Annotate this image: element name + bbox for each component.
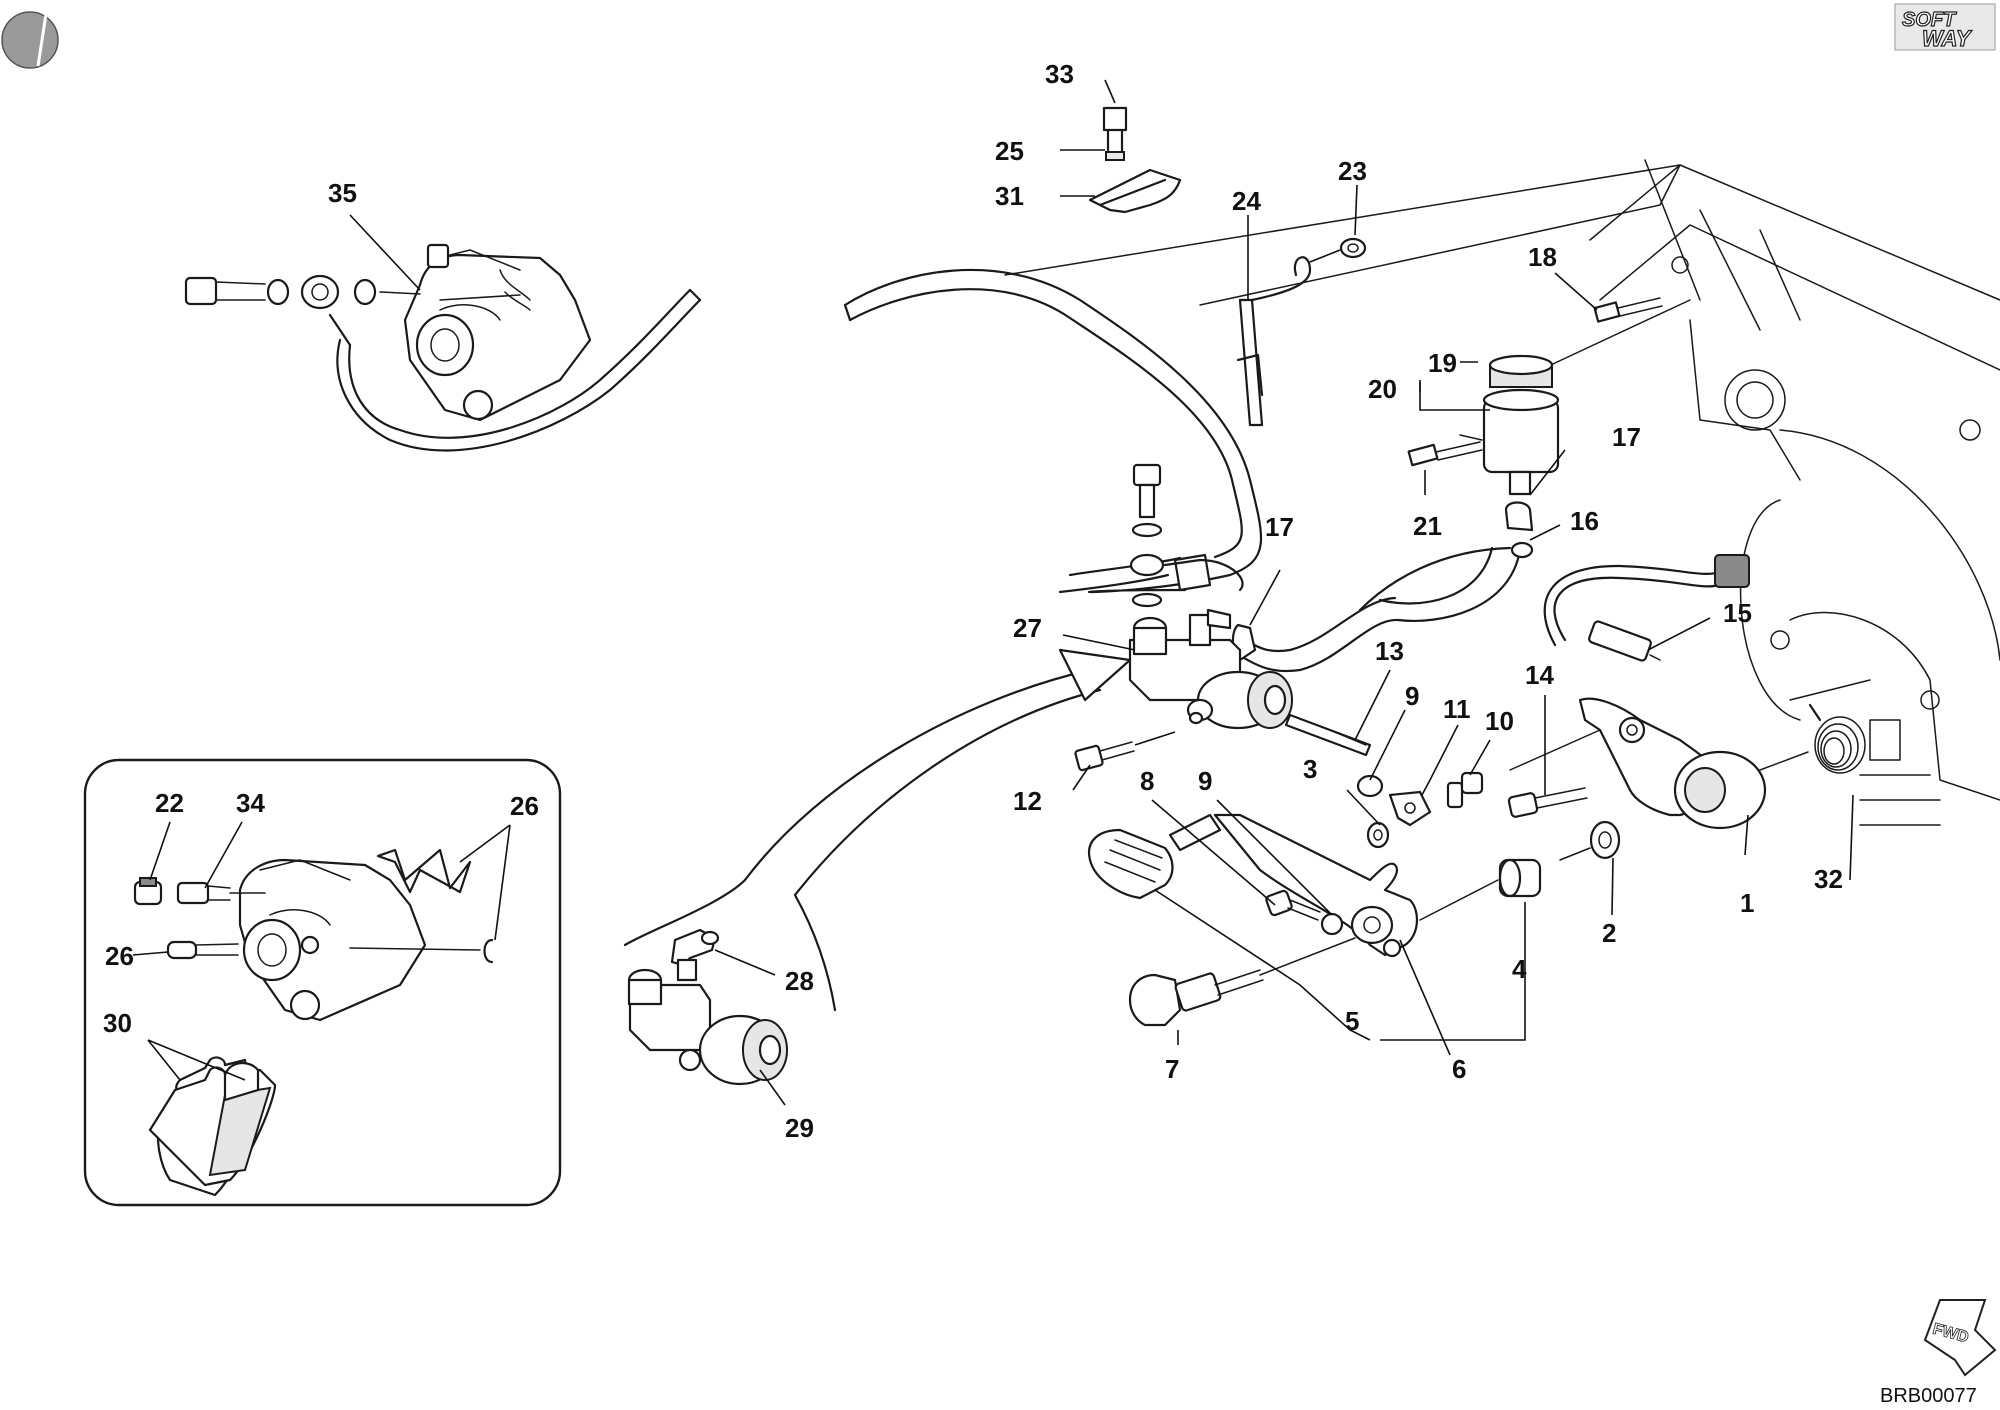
callout-20: 20 <box>1368 374 1397 404</box>
pad-pin-26 <box>166 940 239 960</box>
callout-3: 3 <box>1303 754 1317 784</box>
drawing-code: BRB00077 <box>1880 1385 1977 1407</box>
callout-2: 2 <box>1602 918 1616 948</box>
callout-8: 8 <box>1140 766 1154 796</box>
callout-15: 15 <box>1723 598 1752 628</box>
brake-hose-main <box>843 268 1263 594</box>
callout-24: 24 <box>1232 186 1261 216</box>
bleed-valve-34 <box>176 881 266 905</box>
callout-35: 35 <box>328 178 357 208</box>
return-spring-32 <box>1808 703 1866 774</box>
callout-9b: 9 <box>1405 681 1419 711</box>
callout-21: 21 <box>1413 511 1442 541</box>
pedal-rubber-5 <box>1087 813 1222 900</box>
pushrod-13 <box>1284 713 1372 757</box>
clevis-11 <box>1356 774 1432 827</box>
inset-caliper <box>238 858 481 1022</box>
clip-17-upper <box>1504 501 1534 532</box>
callout-7: 7 <box>1165 1054 1179 1084</box>
footpeg-pin-7 <box>1128 969 1264 1027</box>
callout-16: 16 <box>1570 506 1599 536</box>
master-cylinder-27 <box>1128 608 1293 730</box>
footrest-bracket <box>1509 697 1767 830</box>
callout-17b: 17 <box>1612 422 1641 452</box>
stop-light-switch-15 <box>1543 554 1750 662</box>
pad-spring-26 <box>376 848 472 894</box>
callout-5: 5 <box>1345 1006 1359 1036</box>
clip-ring-26 <box>483 938 494 964</box>
callout-19: 19 <box>1428 348 1457 378</box>
callout-29: 29 <box>785 1113 814 1143</box>
callout-34: 34 <box>236 788 265 818</box>
caliper-banjo-bolt <box>184 274 421 347</box>
callout-31: 31 <box>995 181 1024 211</box>
screw-21 <box>1407 441 1483 467</box>
callout-14: 14 <box>1525 660 1554 690</box>
callout-22: 22 <box>155 788 184 818</box>
callout-labels: 1 2 3 4 5 6 7 8 9 9 10 11 12 13 14 15 16… <box>103 59 1843 1143</box>
bleed-cap-22 <box>133 877 163 906</box>
callout-26a: 26 <box>510 791 539 821</box>
hose-clamp-31 <box>1088 106 1182 214</box>
callout-18: 18 <box>1528 242 1557 272</box>
banjo-bolt-stack <box>1129 463 1244 608</box>
washer-2 <box>1589 820 1621 860</box>
leader-lines <box>132 79 1854 1106</box>
reservoir-hose-16 <box>1236 541 1534 673</box>
screw-14 <box>1507 787 1588 818</box>
callout-13: 13 <box>1375 636 1404 666</box>
callout-17a: 17 <box>1265 512 1294 542</box>
nut-23 <box>1339 237 1367 259</box>
callout-12: 12 <box>1013 786 1042 816</box>
callout-10: 10 <box>1485 706 1514 736</box>
svg-text:WAY: WAY <box>1922 26 1973 51</box>
callout-33: 33 <box>1045 59 1074 89</box>
svg-text:SOFT: SOFT <box>1902 9 1957 31</box>
detail-arrow <box>743 648 1132 897</box>
fwd-direction-badge: FWD <box>1923 1299 1997 1377</box>
callout-9a: 9 <box>1198 766 1212 796</box>
callout-30: 30 <box>103 1008 132 1038</box>
corner-disc-icon <box>1 11 59 69</box>
callout-28: 28 <box>785 966 814 996</box>
callout-4: 4 <box>1512 954 1527 984</box>
callout-26b: 26 <box>105 941 134 971</box>
brake-pads-30 <box>148 1056 277 1197</box>
elbow-fitting-28 <box>670 928 720 982</box>
brake-pedal-6 <box>1213 813 1418 958</box>
callout-32: 32 <box>1814 864 1843 894</box>
engine-frame <box>1589 159 2000 826</box>
callout-25: 25 <box>995 136 1024 166</box>
callout-1: 1 <box>1740 888 1754 918</box>
inset-detail-box <box>83 758 562 1207</box>
pin-10 <box>1446 771 1484 809</box>
rear-caliper-35 <box>336 243 702 452</box>
screw-18 <box>1593 297 1663 323</box>
soft-way-logo: SOFT WAY <box>1894 3 1996 52</box>
nut-9-lower <box>1320 912 1344 936</box>
bolt-8 <box>1265 889 1321 921</box>
bolt-12 <box>1074 741 1135 772</box>
washer-3 <box>1366 821 1390 849</box>
master-cylinder-detail-29 <box>627 968 788 1086</box>
bushing-4 <box>1498 858 1542 898</box>
callout-6: 6 <box>1452 1054 1466 1084</box>
callout-23: 23 <box>1338 156 1367 186</box>
callout-11: 11 <box>1443 694 1471 724</box>
brake-reservoir <box>1459 354 1560 496</box>
hose-guide-24 <box>1236 256 1312 427</box>
callout-27: 27 <box>1013 613 1042 643</box>
